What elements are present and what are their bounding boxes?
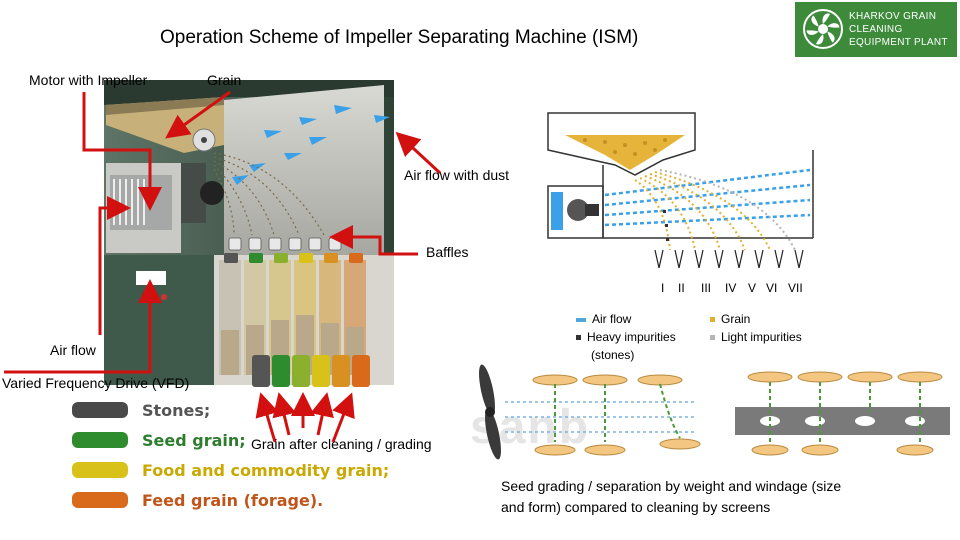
fraction-label-6: VI xyxy=(766,281,778,295)
legend-air-flow: Air flow xyxy=(576,310,676,328)
legend-heavy-impurities: Heavy impurities xyxy=(576,328,676,346)
legend-light-label: Light impurities xyxy=(721,330,802,344)
logo-line-2: CLEANING xyxy=(849,24,903,35)
sample-trays xyxy=(252,355,370,387)
legend-grain-label: Grain xyxy=(721,312,751,326)
caption-line-2: and form) compared to cleaning by screen… xyxy=(501,499,771,515)
fraction-label-4: IV xyxy=(725,281,737,295)
label-grain-after-cleaning: Grain after cleaning / grading xyxy=(251,436,432,452)
legend-heavy-impurities-note: (stones) xyxy=(591,348,635,362)
label-motor-impeller: Motor with Impeller xyxy=(29,72,148,88)
grain-fraction-legend: Stones; Seed grain; Food and commodity g… xyxy=(66,392,396,516)
page-title: Operation Scheme of Impeller Separating … xyxy=(160,27,639,48)
legend-row-seed: Seed grain; xyxy=(72,430,392,450)
fraction-label-7: VII xyxy=(788,281,803,295)
legend-swatch xyxy=(72,462,128,478)
legend-label: Stones; xyxy=(142,401,211,420)
logo-fan-icon xyxy=(803,9,843,49)
label-grain: Grain xyxy=(207,72,242,88)
legend-row-food: Food and commodity grain; xyxy=(72,460,392,480)
legend-label: Food and commodity grain; xyxy=(142,461,390,480)
separation-comparison-illustration xyxy=(479,364,950,460)
air-flow-swatch xyxy=(576,317,586,322)
legend-light-impurities: Light impurities xyxy=(710,328,802,346)
legend-row-stones: Stones; xyxy=(72,400,392,420)
logo-line-3: EQUIPMENT PLANT xyxy=(849,37,948,48)
label-air-flow-dust: Air flow with dust xyxy=(404,167,510,183)
fraction-label-5: V xyxy=(748,281,757,295)
legend-swatch xyxy=(72,402,128,418)
fraction-label-1: I xyxy=(661,281,665,295)
scheme-legend-left: Air flow Heavy impurities (stones) xyxy=(576,310,676,364)
label-baffles: Baffles xyxy=(426,244,469,260)
legend-row-feed: Feed grain (forage). xyxy=(72,490,392,510)
logo-text: KHARKOV GRAIN CLEANING EQUIPMENT PLANT xyxy=(849,10,948,49)
propeller-icon xyxy=(479,364,501,460)
fraction-label-2: II xyxy=(678,281,685,295)
legend-label: Seed grain; xyxy=(142,431,246,450)
scheme-legend-right: Grain Light impurities xyxy=(710,310,802,346)
legend-label: Feed grain (forage). xyxy=(142,491,324,510)
fraction-label-3: III xyxy=(701,281,712,295)
heavy-impurities-swatch xyxy=(576,335,581,341)
caption-line-1: Seed grading / separation by weight and … xyxy=(501,478,842,494)
legend-heavy-label: Heavy impurities xyxy=(587,330,676,344)
separation-chamber xyxy=(224,85,384,255)
legend-air-flow-label: Air flow xyxy=(592,312,632,326)
vfd-panel xyxy=(136,271,166,285)
legend-grain: Grain xyxy=(710,310,802,328)
label-air-flow: Air flow xyxy=(50,342,96,358)
caption: Seed grading / separation by weight and … xyxy=(501,476,841,518)
grain-swatch xyxy=(710,317,715,323)
label-vfd: Varied Frequency Drive (VFD) xyxy=(2,375,190,391)
machine-illustration xyxy=(104,80,394,385)
light-impurities-swatch xyxy=(710,335,715,341)
separation-scheme-diagram xyxy=(547,112,814,269)
logo-line-1: KHARKOV GRAIN xyxy=(849,11,937,22)
company-logo: KHARKOV GRAIN CLEANING EQUIPMENT PLANT xyxy=(795,2,957,57)
fraction-labels: I II III IV V VI VII xyxy=(661,281,811,295)
legend-swatch xyxy=(72,492,128,508)
legend-swatch xyxy=(72,432,128,448)
